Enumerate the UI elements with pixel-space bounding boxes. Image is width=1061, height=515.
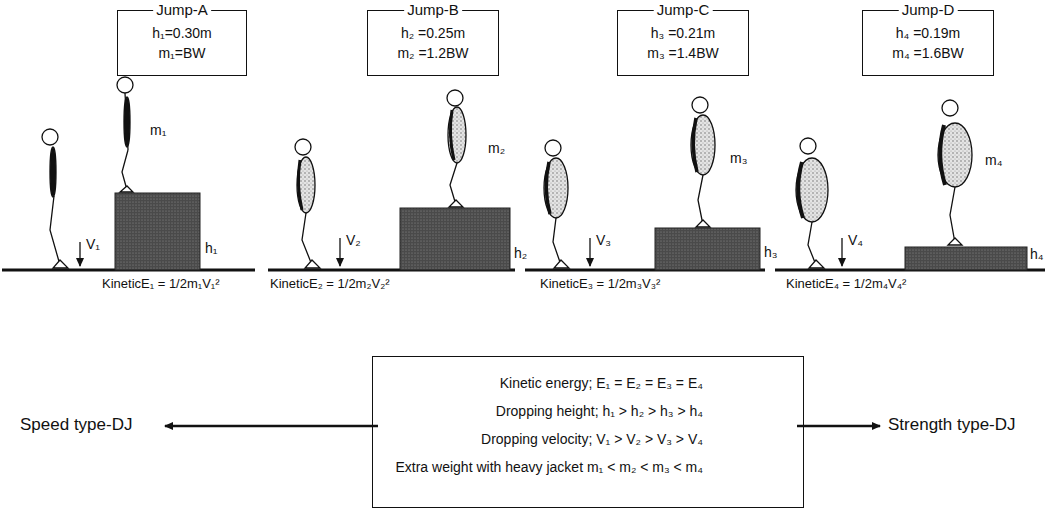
mass-label: m₃ [730,150,747,166]
jump-parameter: h₃ =0.21m [618,23,748,43]
direction-arrow [165,425,378,428]
jump-parameter: h₄ =0.19m [863,23,993,43]
mass-label: m₁ [150,122,166,138]
jump-title: Jump-C [654,1,713,19]
direction-arrow [797,425,880,428]
jump-title: Jump-A [153,1,211,19]
velocity-label: V₁ [86,236,100,252]
height-label: h₄ [1030,246,1044,262]
height-label: h₁ [205,240,218,256]
kinetic-energy-formula: KineticE₁ = 1/2m₁V₁² [102,276,220,292]
jump-title: Jump-D [899,1,958,19]
jump-parameter: m₁=BW [118,43,246,63]
drop-box [115,193,1027,270]
jumper-figure [42,77,133,268]
velocity-label: V₃ [596,232,611,248]
mass-label: m₄ [985,152,1002,168]
summary-line: Kinetic energy; E₁ = E₂ = E₃ = E₄ [393,369,703,397]
velocity-arrow [589,238,590,266]
mass-label: m₂ [488,140,505,156]
velocity-arrow [79,242,80,266]
jump-condition-box: Jump-Ch₃ =0.21mm₃ =1.4BW [617,10,749,76]
jumper-figure [544,97,715,268]
jump-parameter: h₁=0.30m [118,23,246,43]
height-label: h₂ [514,245,527,261]
dj-type-label: Strength type-DJ [888,417,1016,433]
jump-condition-box: Jump-Dh₄ =0.19mm₄ =1.6BW [862,10,994,76]
jump-parameter: h₂ =0.25m [368,23,498,43]
summary-box: Kinetic energy; E₁ = E₂ = E₃ = E₄Droppin… [372,356,804,508]
summary-line: Extra weight with heavy jacket m₁ < m₂ <… [393,453,703,481]
jumper-figure [796,100,972,268]
jumper-figure [295,90,466,268]
kinetic-energy-formula: KineticE₂ = 1/2m₂V₂² [270,276,390,292]
velocity-arrow [339,238,340,266]
jump-condition-box: Jump-Bh₂ =0.25mm₂ =1.2BW [367,10,499,76]
kinetic-energy-formula: KineticE₃ = 1/2m₃V₃² [540,276,660,292]
height-label: h₃ [764,244,778,260]
jump-condition-box: Jump-Ah₁=0.30mm₁=BW [117,10,247,76]
dj-type-label: Speed type-DJ [20,417,132,433]
summary-line: Dropping height; h₁ > h₂ > h₃ > h₄ [393,397,703,425]
kinetic-energy-formula: KineticE₄ = 1/2m₄V₄² [786,276,906,292]
velocity-label: V₄ [848,232,863,248]
jump-parameter: m₄ =1.6BW [863,43,993,63]
jump-parameter: m₃ =1.4BW [618,43,748,63]
velocity-arrow [841,238,842,266]
jump-title: Jump-B [404,1,462,19]
velocity-label: V₂ [346,232,361,248]
summary-line: Dropping velocity; V₁ > V₂ > V₃ > V₄ [393,425,703,453]
jump-parameter: m₂ =1.2BW [368,43,498,63]
